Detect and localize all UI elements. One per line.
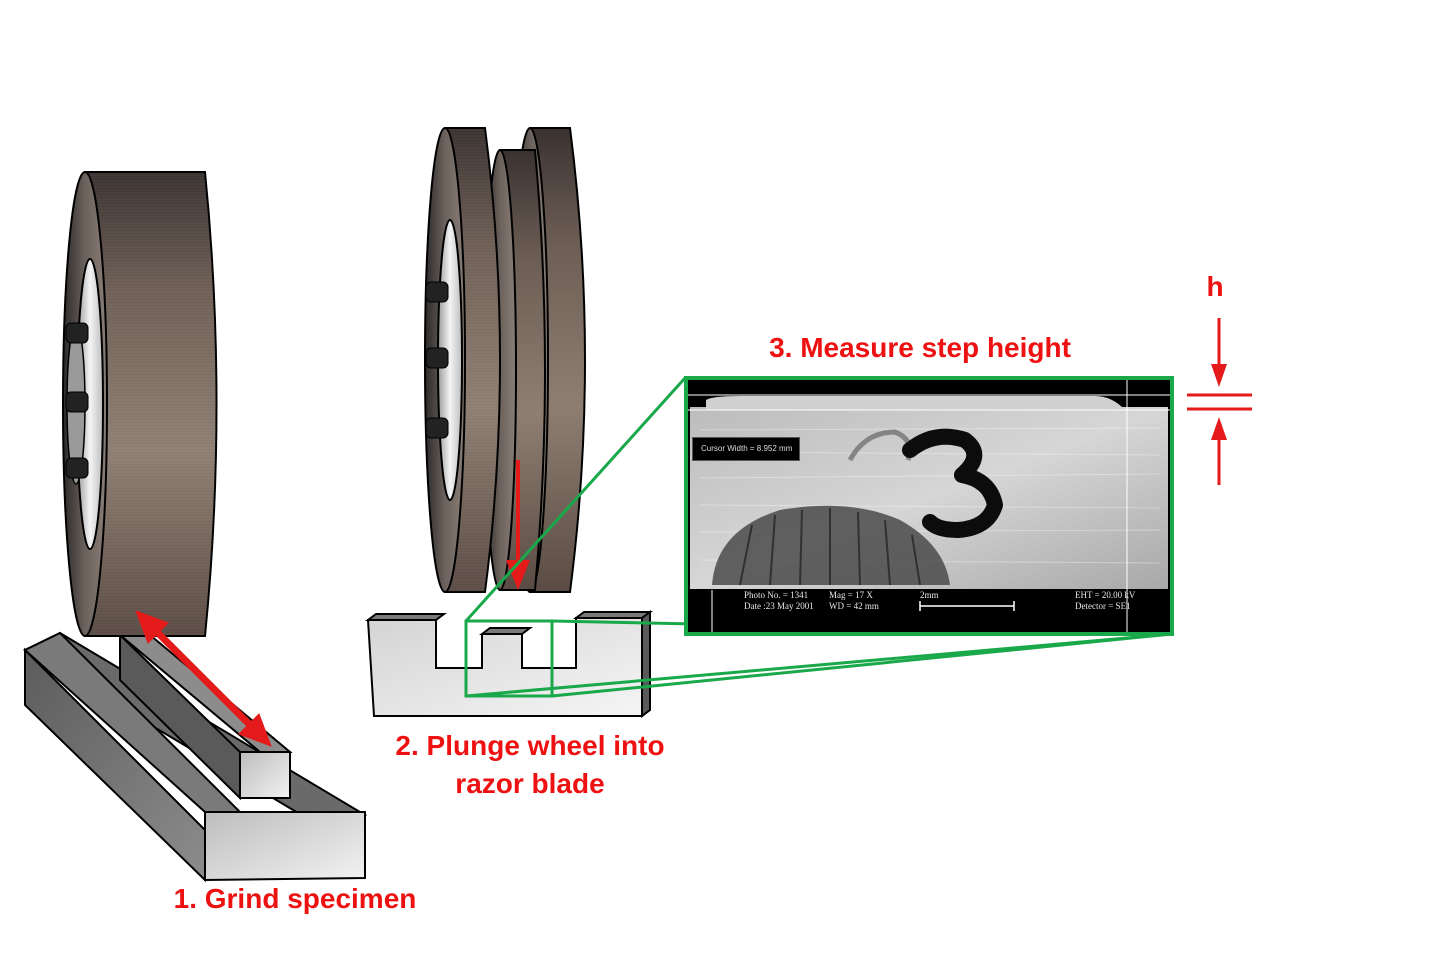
grind-direction-arrow [135,610,272,747]
plunge-direction-arrow [506,460,530,590]
specimen-ridge [117,632,293,801]
step2-label-line1: 2. Plunge wheel into [395,730,665,761]
step1-label: 1. Grind specimen [173,883,417,914]
sem-frame [684,376,1174,636]
sem-mag: Mag = 17 X [829,590,873,600]
sem-date: Date :23 May 2001 [744,601,814,611]
sem-eht: EHT = 20.00 kV [1075,590,1136,600]
sem-scale-label: 2mm [920,590,939,600]
step-height-indicator [1187,318,1252,485]
step2-label: 2. Plunge wheel into razor blade [360,727,700,803]
height-symbol: h [1206,271,1224,302]
step3-label: 3. Measure step height [769,332,1071,363]
grinding-wheel-1 [62,171,218,637]
sem-photo-no: Photo No. = 1341 [744,590,809,600]
sem-wd: WD = 42 mm [829,601,879,611]
razor-blade [365,610,653,718]
step2-label-line2: razor blade [455,768,605,799]
sem-cursor-width: Cursor Width = 8.952 mm [692,437,800,461]
profiled-wheel [424,127,586,593]
sem-detector: Detector = SE1 [1075,601,1131,611]
